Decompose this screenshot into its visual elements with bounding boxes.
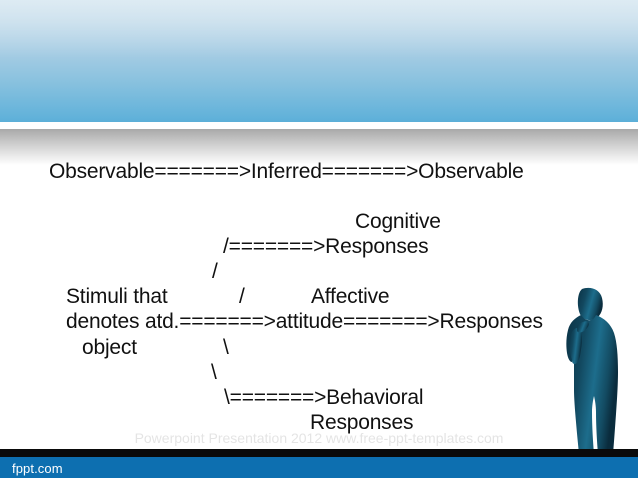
behavioral-arrow-line: \=======>Behavioral — [224, 386, 424, 409]
body-shadow-gradient — [0, 129, 638, 165]
footer-rule — [0, 449, 638, 457]
diagram-title-line: Observable=======>Inferred=======>Observ… — [49, 160, 524, 183]
slide-content: Observable=======>Inferred=======>Observ… — [0, 150, 638, 440]
cognitive-arrow-line: /=======>Responses — [223, 235, 429, 258]
header-separator — [0, 122, 638, 129]
businessman-silhouette — [548, 286, 638, 462]
footer-brand-label[interactable]: fppt.com — [12, 461, 63, 476]
attitude-arrow-line: denotes atd.=======>attitude=======>Resp… — [66, 310, 543, 333]
slide-header-band — [0, 0, 638, 122]
object-label: object — [82, 336, 137, 359]
upper-branch-slash: / — [212, 260, 218, 283]
lower-branch-backslash-2: \ — [211, 361, 217, 384]
cognitive-label: Cognitive — [355, 210, 441, 233]
stimuli-label: Stimuli that — [66, 285, 168, 308]
behavioral-responses-label: Responses — [310, 411, 414, 434]
header-gloss-overlay — [0, 0, 638, 58]
mid-branch-slash: / — [239, 285, 245, 308]
lower-branch-backslash-1: \ — [223, 336, 229, 359]
affective-label: Affective — [311, 285, 390, 308]
footer-bar — [0, 457, 638, 478]
template-watermark: Powerpoint Presentation 2012 www.free-pp… — [134, 430, 504, 446]
